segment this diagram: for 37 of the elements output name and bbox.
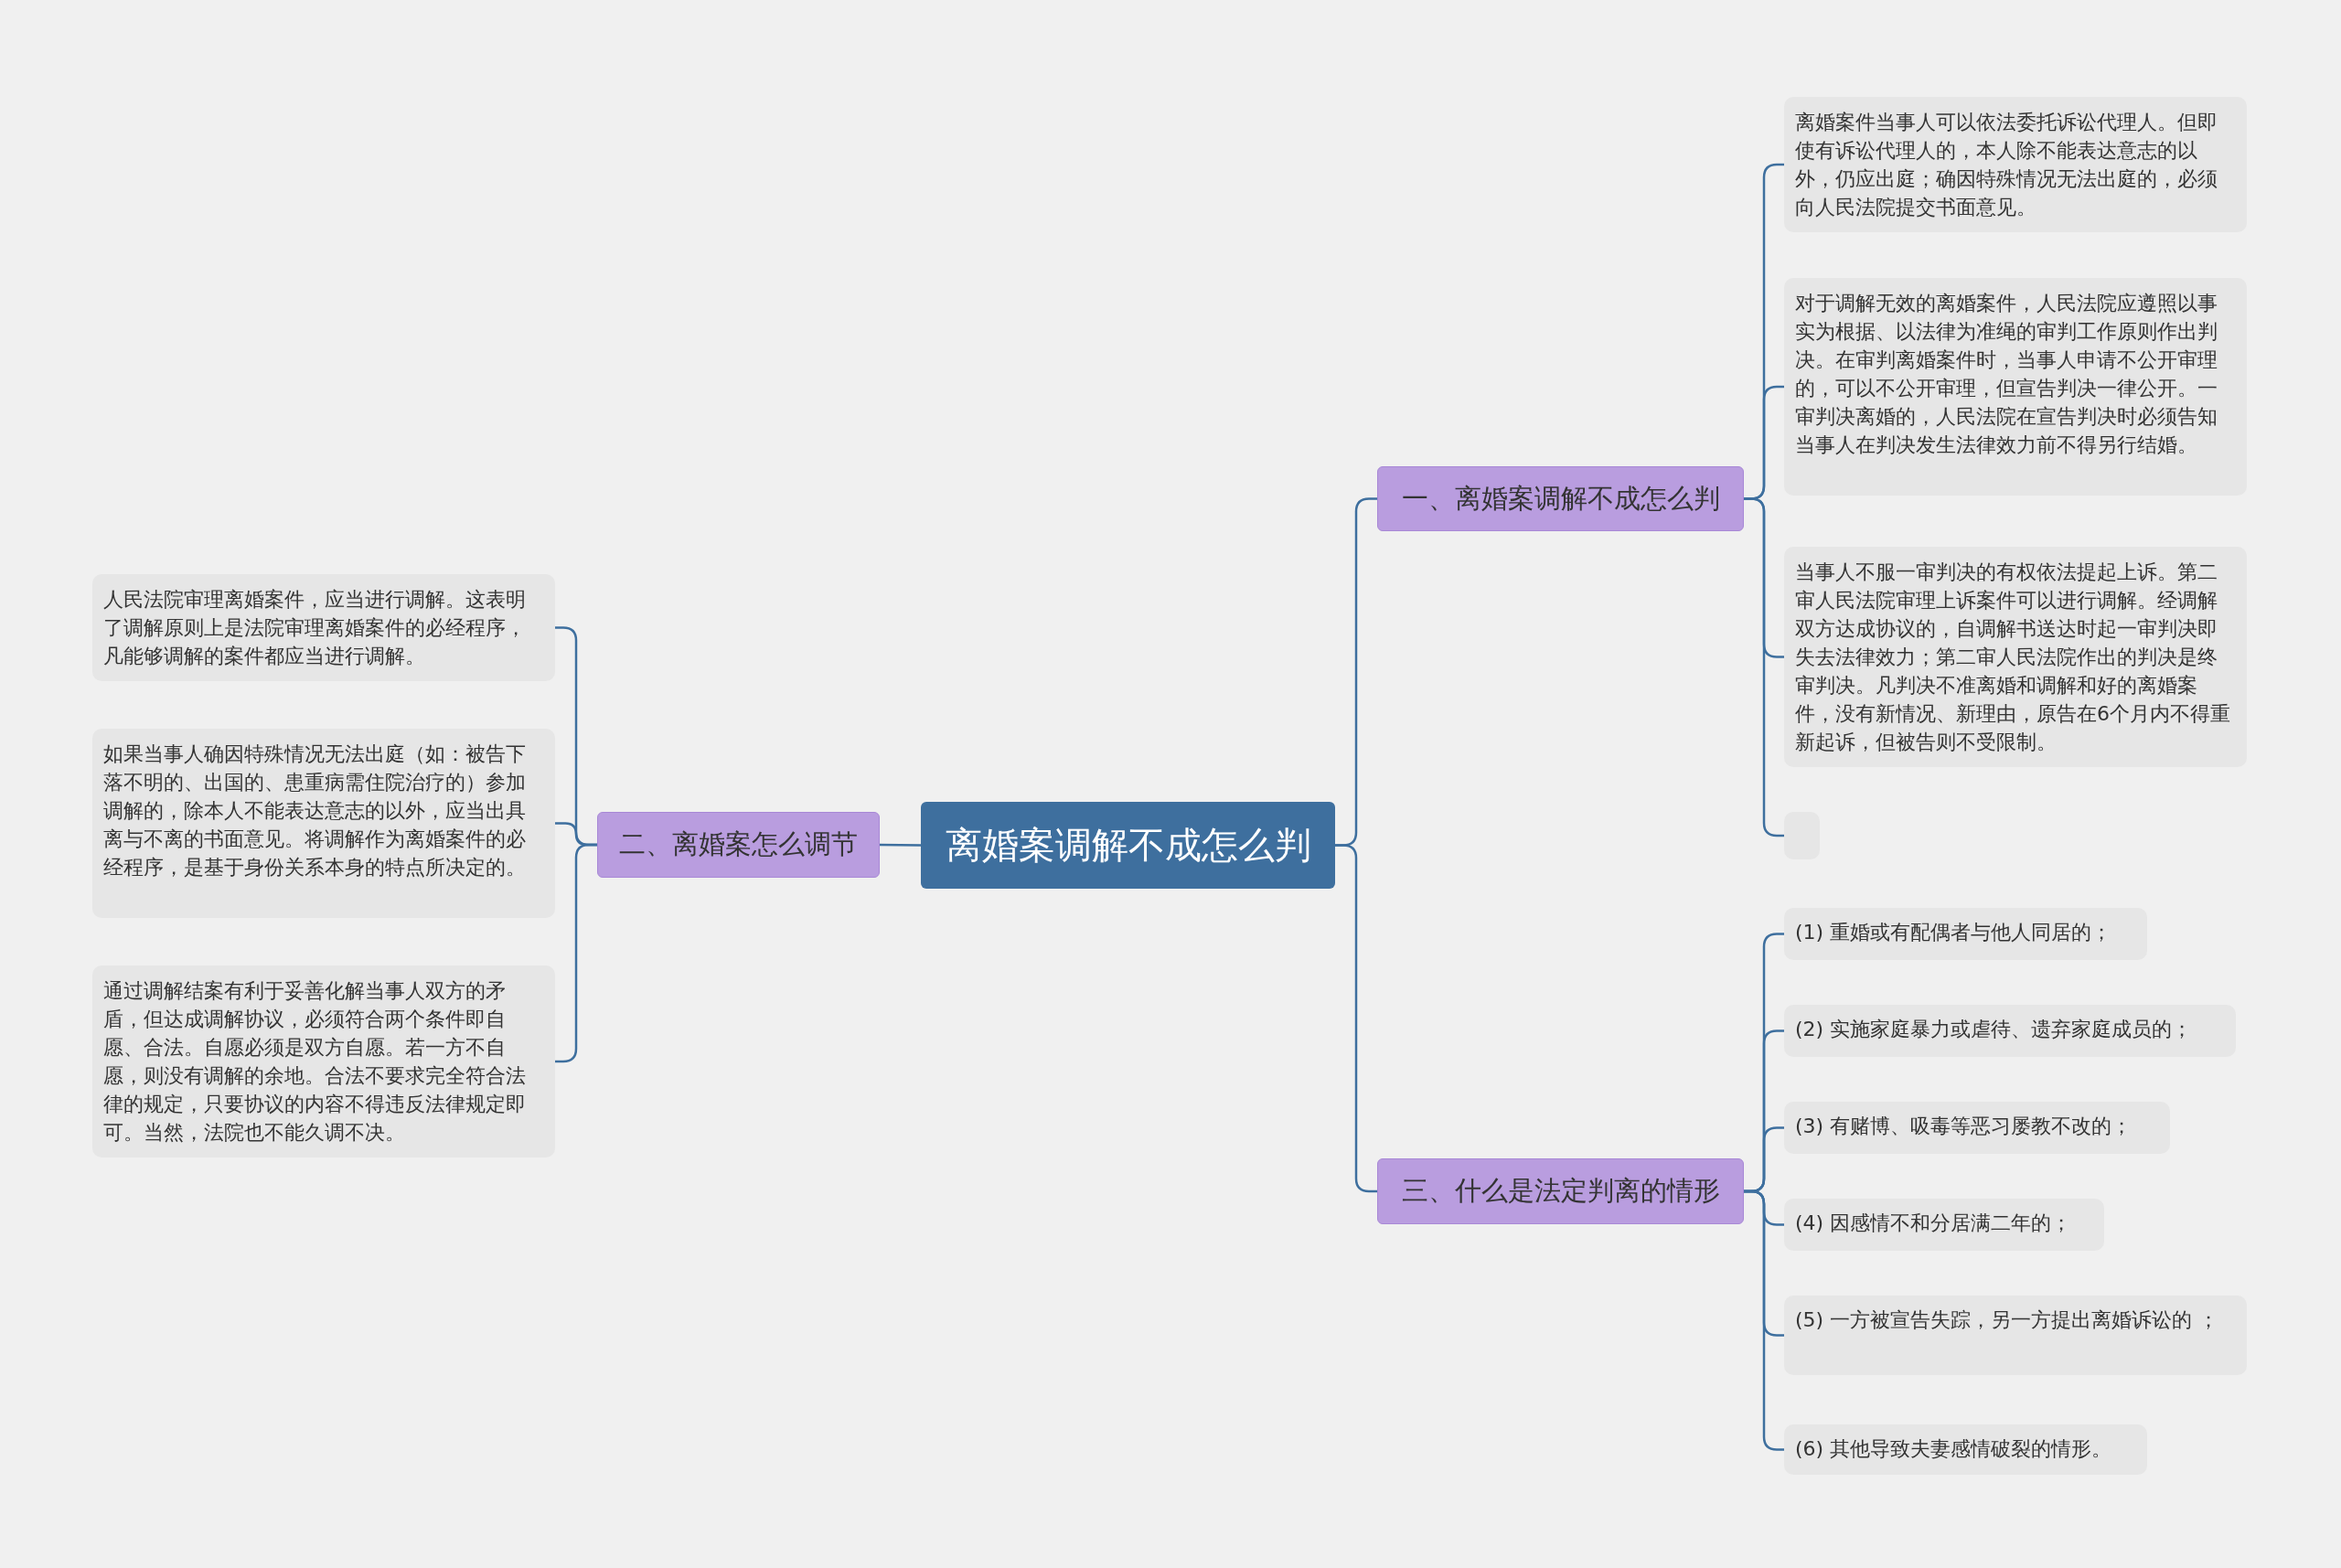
text-card [1784,908,2147,960]
text-card [92,965,555,1157]
note-text: (3) 有赌博、吸毒等恶习屡教不改的； [1795,1114,2133,1139]
note-text: (1) 重婚或有配偶者与他人同居的； [1795,920,2113,945]
note-text: (2) 实施家庭暴力或虐待、遗弃家庭成员的； [1795,1017,2194,1042]
text-card [1784,1424,2147,1475]
branch-topic-box [1377,466,1744,531]
text-card [1784,1296,2247,1375]
text-card [1784,278,2247,496]
root-topic-box [921,802,1335,889]
connector-line [1335,844,1377,1193]
text-card [1784,97,2247,232]
topic-label: 一、离婚案调解不成怎么判 [1401,481,1720,516]
text-card [1784,1199,2104,1251]
text-card [92,574,555,681]
branch-topic-box [1377,1158,1744,1224]
note-text: (4) 因感情不和分居满二年的； [1795,1211,2073,1236]
note-text: 对于调解无效的离婚案件，人民法院应遵照以事实为根据、以法律为准绳的审判工作原则作出判决。在审判离婚案件时，当事人申请不公开审理的，可以不公开审理，但宣告判决一律公开。一审判决离婚的，人民法院在宣告判决时必须告知当事人在判决发生法律效力前不得另行结婚。 [1795,291,2218,458]
note-text: (5) 一方被宣告失踪，另一方提出离婚诉讼的 ； [1795,1307,2220,1333]
note-text: 离婚案件当事人可以依法委托诉讼代理人。但即使有诉讼代理人的，本人除不能表达意志的以外，仍应出庭；确因特殊情况无法出庭的，必须向人民法院提交书面意见。 [1795,110,2218,220]
text-card [1784,547,2247,767]
text-card [1784,1102,2170,1154]
topic-label: 二、离婚案怎么调节 [619,827,858,861]
connector-line [1744,1189,1784,1451]
branch-topic-box [597,812,880,878]
note-text: (6) 其他导致夫妻感情破裂的情形。 [1795,1436,2113,1462]
text-card [92,729,555,918]
text-card [1784,1005,2236,1057]
connector-line [880,843,921,847]
note-text: 如果当事人确因特殊情况无法出庭（如：被告下落不明的、出国的、患重病需住院治疗的）参加调解的，除本人不能表达意志的以外，应当出具离与不离的书面意见。将调解作为离婚案件的必经程序，是基于身份关系本身的特点所决定的。 [103,741,527,880]
topic-label: 三、什么是法定判离的情形 [1401,1174,1720,1208]
connector-line [555,843,597,1063]
note-text: 通过调解结案有利于妥善化解当事人双方的矛盾，但达成调解协议，必须符合两个条件即自愿、合法。自愿必须是双方自愿。若一方不自愿，则没有调解的余地。合法不要求完全符合法律的规定，只要协议的内容不得违反法律规定即可。当然，法院也不能久调不决。 [103,978,527,1146]
note-text: 当事人不服一审判决的有权依法提起上诉。第二审人民法院审理上诉案件可以进行调解。经调解双方达成协议的，自调解书送达时起一审判决即失去法律效力；第二审人民法院作出的判决是终审判决。凡判决不准离婚和调解和好的离婚案件，没有新情况、新理由，原告在6个月内不得重新起诉，但被告则不受限制。 [1795,560,2231,755]
note-text: 人民法院审理离婚案件，应当进行调解。这表明了调解原则上是法院审理离婚案件的必经程序，凡能够调解的案件都应当进行调解。 [103,587,527,669]
topic-label: 离婚案调解不成怎么判 [945,823,1311,868]
empty-card [1784,812,1820,859]
